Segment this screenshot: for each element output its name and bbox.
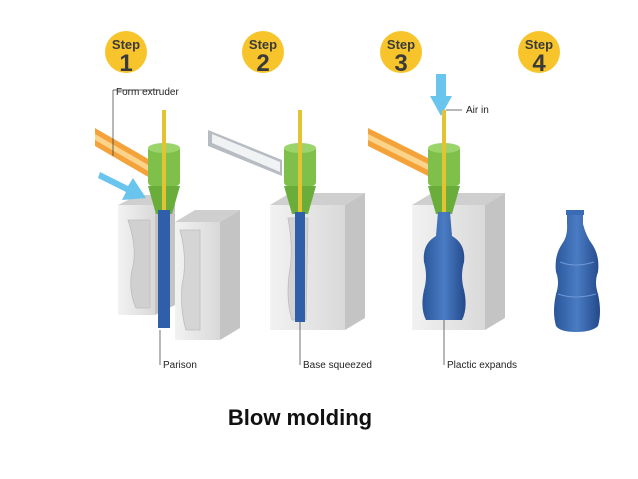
extruder-pipe: [208, 130, 282, 176]
label-air-in: Air in: [466, 105, 489, 116]
step2-illustration: Base squeezed: [208, 110, 372, 371]
step-badge-4: Step 4: [518, 31, 560, 77]
step4-illustration: [554, 210, 600, 332]
step-number: 4: [532, 50, 546, 77]
parison: [158, 210, 170, 328]
parison: [295, 212, 305, 322]
mold-block: [270, 193, 365, 330]
label-plastic-expands: Plactic expands: [447, 360, 517, 371]
mandrel: [162, 110, 166, 220]
mandrel: [298, 110, 302, 222]
step-number: 2: [256, 50, 269, 77]
mandrel: [442, 110, 446, 236]
step-number: 3: [394, 50, 407, 77]
step1-illustration: Form extruder Parison: [95, 87, 240, 371]
step-word: Step: [387, 37, 415, 52]
step3-illustration: Air in Plactic expands: [368, 74, 517, 371]
air-in-arrow: [430, 74, 452, 116]
finished-bottle: [554, 212, 600, 332]
step-word: Step: [525, 37, 553, 52]
expanded-parison: [422, 212, 466, 320]
step-word: Step: [112, 37, 140, 52]
label-base-squeezed: Base squeezed: [303, 360, 372, 371]
mold-right-half: [175, 210, 240, 340]
extruder-pipe: [368, 128, 432, 178]
bottle-cap-ring: [566, 210, 584, 215]
label-form-extruder: Form extruder: [116, 87, 179, 98]
step-badge-2: Step 2: [242, 31, 284, 77]
step-word: Step: [249, 37, 277, 52]
inflow-arrow: [98, 172, 146, 200]
step-badge-3: Step 3: [380, 31, 422, 77]
extruder-pipe: [95, 128, 150, 178]
label-parison: Parison: [163, 360, 197, 371]
diagram-caption: Blow molding: [227, 405, 373, 430]
step-badge-1: Step 1: [105, 31, 147, 77]
step-number: 1: [119, 50, 132, 77]
